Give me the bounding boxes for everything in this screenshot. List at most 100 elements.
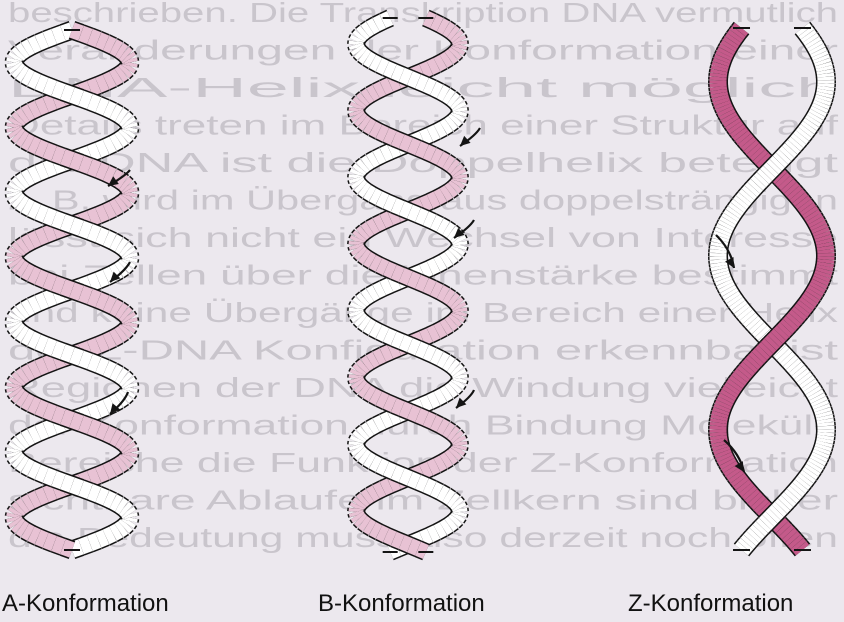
colored-strand-segment <box>824 240 825 243</box>
colored-strand-segment <box>744 139 747 142</box>
colored-strand-segment <box>363 388 368 391</box>
colored-strand-segment <box>356 111 357 114</box>
white-strand-segment <box>376 155 383 158</box>
colored-strand-segment <box>722 406 723 409</box>
white-strand-segment <box>825 439 826 442</box>
white-strand-segment <box>106 368 113 371</box>
white-strand-segment <box>725 224 727 227</box>
white-strand-segment <box>812 119 814 122</box>
white-strand-segment <box>780 351 783 354</box>
colored-strand-segment <box>20 137 25 140</box>
white-strand-segment <box>106 238 113 241</box>
white-strand-segment <box>15 56 17 59</box>
white-strand-segment <box>791 145 794 148</box>
colored-strand-segment <box>446 162 451 165</box>
colored-strand-segment <box>722 57 723 60</box>
white-strand-segment <box>54 479 63 482</box>
colored-strand-segment <box>740 481 743 484</box>
colored-strand-segment <box>733 384 735 387</box>
white-strand-segment <box>90 102 98 105</box>
colored-strand-segment <box>426 419 433 422</box>
colored-strand-segment <box>98 430 106 433</box>
colored-strand-segment <box>783 328 786 331</box>
white-strand-segment <box>46 37 54 40</box>
white-strand-segment <box>106 534 113 537</box>
white-strand-segment <box>824 416 825 419</box>
colored-strand-segment <box>729 390 731 393</box>
colored-strand-segment <box>113 466 119 469</box>
colored-strand-segment <box>745 488 748 491</box>
colored-strand-segment <box>365 228 370 231</box>
colored-strand-segment <box>127 66 129 69</box>
colored-strand-segment <box>422 335 430 338</box>
colored-strand-segment <box>25 241 31 244</box>
white-strand-segment <box>129 124 130 127</box>
colored-strand-segment <box>113 336 119 339</box>
colored-strand-segment <box>361 365 365 368</box>
colored-strand-segment <box>729 465 731 468</box>
white-strand-segment <box>458 238 460 241</box>
white-strand-segment <box>440 91 446 94</box>
colored-strand-segment <box>359 385 362 388</box>
white-strand-segment <box>359 452 362 455</box>
white-strand-segment <box>106 144 113 147</box>
white-strand-segment <box>358 35 361 38</box>
white-strand-segment <box>449 255 454 258</box>
white-strand-segment <box>437 529 443 532</box>
white-strand-segment <box>359 185 362 188</box>
white-strand-segment <box>802 481 805 484</box>
colored-strand-segment <box>90 37 98 40</box>
white-strand-segment <box>373 462 379 465</box>
colored-strand-segment <box>359 252 362 255</box>
white-strand-segment <box>25 336 31 339</box>
white-strand-segment <box>394 205 402 208</box>
white-strand-segment <box>370 25 376 28</box>
colored-strand-segment <box>453 185 456 188</box>
colored-strand-segment <box>719 439 720 442</box>
colored-strand-segment <box>443 325 449 328</box>
colored-strand-segment <box>373 262 379 265</box>
white-strand-segment <box>810 38 812 41</box>
colored-strand-segment <box>113 306 119 309</box>
colored-strand-segment <box>81 33 90 36</box>
white-strand-segment <box>81 544 90 547</box>
white-strand-segment <box>816 113 818 116</box>
colored-strand-segment <box>410 278 418 281</box>
colored-strand-segment <box>370 492 376 495</box>
colored-strand-segment <box>356 505 358 508</box>
white-strand-segment <box>124 524 127 527</box>
white-strand-segment <box>754 185 757 188</box>
colored-strand-segment <box>784 181 787 184</box>
colored-strand-segment <box>119 440 124 443</box>
colored-strand-segment <box>383 218 390 221</box>
colored-strand-segment <box>356 238 358 241</box>
white-strand-segment <box>752 322 755 325</box>
white-strand-segment <box>802 132 805 135</box>
colored-strand-segment <box>394 539 402 542</box>
colored-strand-segment <box>386 135 394 138</box>
white-strand-segment <box>357 48 359 51</box>
colored-strand-segment <box>737 129 739 132</box>
white-strand-segment <box>722 230 723 233</box>
colored-strand-segment <box>357 115 359 118</box>
white-strand-segment <box>20 332 25 335</box>
white-strand-segment <box>446 495 451 498</box>
colored-strand-segment <box>90 345 98 348</box>
colored-strand-segment <box>743 371 746 374</box>
colored-strand-segment <box>780 331 783 334</box>
white-strand-segment <box>127 381 129 384</box>
colored-strand-segment <box>38 147 46 150</box>
white-strand-segment <box>781 504 784 507</box>
colored-strand-segment <box>791 537 794 540</box>
white-strand-segment <box>376 21 383 24</box>
white-strand-segment <box>422 535 430 538</box>
colored-strand-segment <box>15 251 17 254</box>
colored-strand-segment <box>38 407 46 410</box>
white-strand-segment <box>798 371 801 374</box>
colored-strand-segment <box>739 132 742 135</box>
colored-strand-segment <box>457 48 459 51</box>
white-strand-segment <box>38 472 46 475</box>
white-strand-segment <box>437 128 443 131</box>
white-strand-segment <box>818 110 820 113</box>
white-strand-segment <box>72 355 81 358</box>
